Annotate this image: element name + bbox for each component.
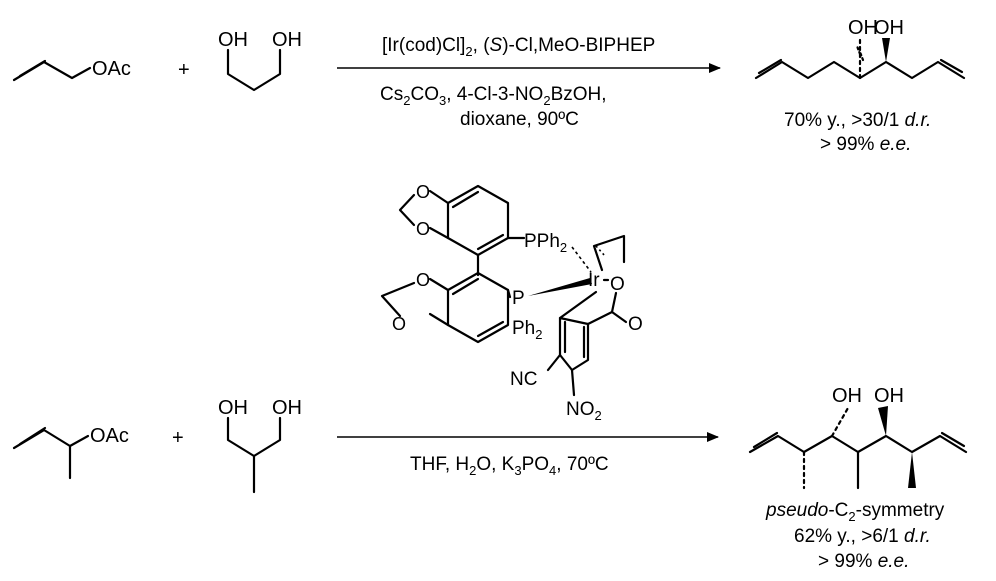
methylallyl-acetate-structure: OAc — [12, 425, 129, 480]
oh-label-1b: OH — [272, 29, 302, 51]
oh-label-p1b: OH — [874, 17, 904, 39]
oh-label-2a: OH — [218, 397, 248, 419]
p-bottom-label: P — [512, 288, 525, 309]
oh-label-p1a: OH — [848, 17, 878, 39]
conditions-below-1a: Cs2CO3, 4-Cl-3-NO2BzOH, — [380, 84, 607, 108]
oac-label-1: OAc — [92, 58, 131, 80]
product-2-structure: OH OH — [748, 385, 968, 490]
dioxole-o-3: O — [416, 270, 430, 290]
yield-line-2: 62% y., >6/1 d.r. — [794, 526, 931, 547]
dioxole-o-4: O — [392, 314, 406, 334]
conditions-below-2: THF, H2O, K3PO4, 70ºC — [410, 454, 609, 478]
ph2-bottom-label: Ph2 — [512, 318, 542, 342]
oh-label-p2b: OH — [874, 385, 904, 407]
oh-label-1a: OH — [218, 29, 248, 51]
oac-label-2: OAc — [90, 425, 129, 447]
methylpropanediol-structure: OH OH — [218, 397, 302, 494]
dioxole-o-2: O — [416, 219, 430, 239]
o-ring-label: O — [610, 274, 625, 295]
symmetry-line: pseudo-C2-symmetry — [765, 500, 945, 524]
nc-label: NC — [510, 369, 537, 390]
no2-label: NO2 — [566, 399, 602, 423]
oh-label-2b: OH — [272, 397, 302, 419]
pph2-top-label: PPh2 — [524, 231, 567, 255]
conditions-below-1b: dioxane, 90ºC — [460, 109, 579, 130]
propanediol-structure: OH OH — [218, 29, 302, 92]
ee-line-2: > 99% e.e. — [818, 551, 909, 572]
conditions-above-1: [Ir(cod)Cl]2, (S)-Cl,MeO-BIPHEP — [382, 35, 655, 59]
o-carbonyl-label: O — [628, 314, 643, 335]
oh-label-p2a: OH — [832, 385, 862, 407]
ir-label: Ir — [588, 270, 600, 291]
ee-line-1: > 99% e.e. — [820, 134, 911, 155]
yield-line-1: 70% y., >30/1 d.r. — [784, 110, 931, 131]
product-1-structure: OH OH — [754, 17, 966, 80]
plus-sign-1: + — [178, 59, 190, 81]
dioxole-o-1: O — [416, 182, 430, 202]
iridium-catalyst-structure: O O PPh2 O O P Ph2 Ir O O NC — [380, 182, 643, 423]
allyl-acetate-structure: OAc — [12, 58, 131, 82]
plus-sign-2: + — [172, 427, 184, 449]
